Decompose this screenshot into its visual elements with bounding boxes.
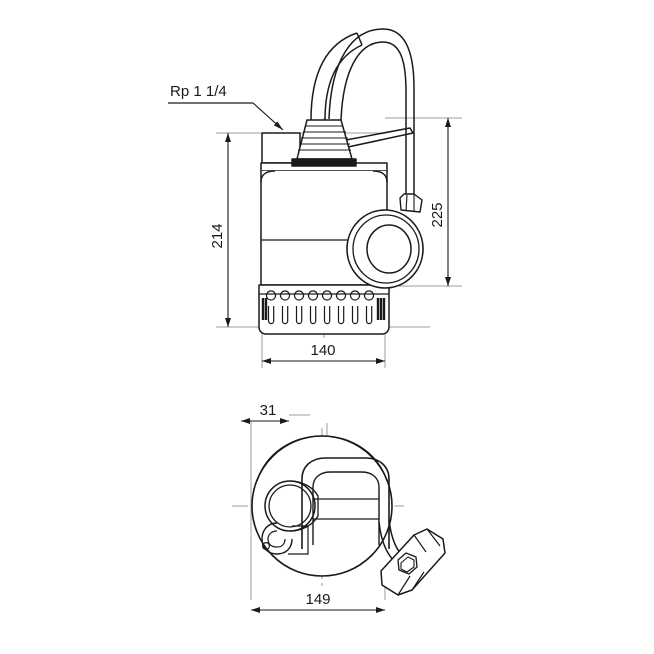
handle-latch-bracket <box>288 525 309 555</box>
dimension-214-label: 214 <box>209 223 226 248</box>
dimension-140-label: 140 <box>310 342 335 359</box>
float-switch-gland-inner <box>400 556 415 573</box>
float-switch-ring-2 <box>352 214 420 284</box>
strainer-slot <box>265 290 277 325</box>
strainer-slot <box>335 290 347 325</box>
float-switch-outer <box>346 209 424 289</box>
elevation-view: 214 225 140 Rp 1 1/4 <box>168 28 462 368</box>
note-rp-thread-label: Rp 1 1/4 <box>170 83 227 100</box>
plan-view: 31 149 <box>232 402 446 613</box>
power-cable-outer <box>310 32 358 121</box>
pump-plan-geometry <box>251 435 446 596</box>
dimension-149-label: 149 <box>305 591 330 608</box>
carry-handle-loop-inner <box>312 471 380 545</box>
handle-pivot-pin <box>262 541 271 550</box>
pump-body-corner-left <box>260 170 276 183</box>
discharge-port-circle-inner <box>268 484 312 528</box>
strainer-slot <box>349 290 361 325</box>
float-switch-inner <box>366 224 412 274</box>
float-switch-body <box>380 528 446 596</box>
pump-outline-circle <box>251 435 393 577</box>
strainer-slot <box>293 290 305 325</box>
strainer-edge-ribs <box>261 298 386 320</box>
discharge-port-boss <box>289 480 319 532</box>
handle-latch-inner <box>267 530 286 548</box>
strainer-slots <box>265 290 375 325</box>
pump-elevation-geometry <box>258 28 424 335</box>
dimension-225-label: 225 <box>429 202 446 227</box>
carry-handle-loop-outer <box>301 457 390 549</box>
cable-gland-flange <box>291 158 357 167</box>
pump-body-corner-right <box>372 170 388 183</box>
strainer-slot <box>363 290 375 325</box>
dimension-225: 225 <box>429 118 451 286</box>
note-rp-thread: Rp 1 1/4 <box>168 83 284 131</box>
dimension-140: 140 <box>262 342 385 364</box>
float-cable-inner <box>340 41 407 198</box>
dimension-31: 31 <box>241 402 310 424</box>
float-switch-collar <box>399 193 423 213</box>
float-cable-outer <box>328 28 415 200</box>
dimension-149: 149 <box>251 591 385 613</box>
dimension-31-label: 31 <box>260 402 277 419</box>
float-switch <box>346 193 424 289</box>
strainer-slot <box>321 290 333 325</box>
strainer-slot <box>279 290 291 325</box>
note-leader-line <box>252 102 284 131</box>
power-cable-end <box>356 32 363 46</box>
strainer-slot <box>307 290 319 325</box>
dimension-214: 214 <box>209 133 231 327</box>
cable-gland-ribs <box>298 125 351 151</box>
power-cable-inner <box>324 44 363 121</box>
